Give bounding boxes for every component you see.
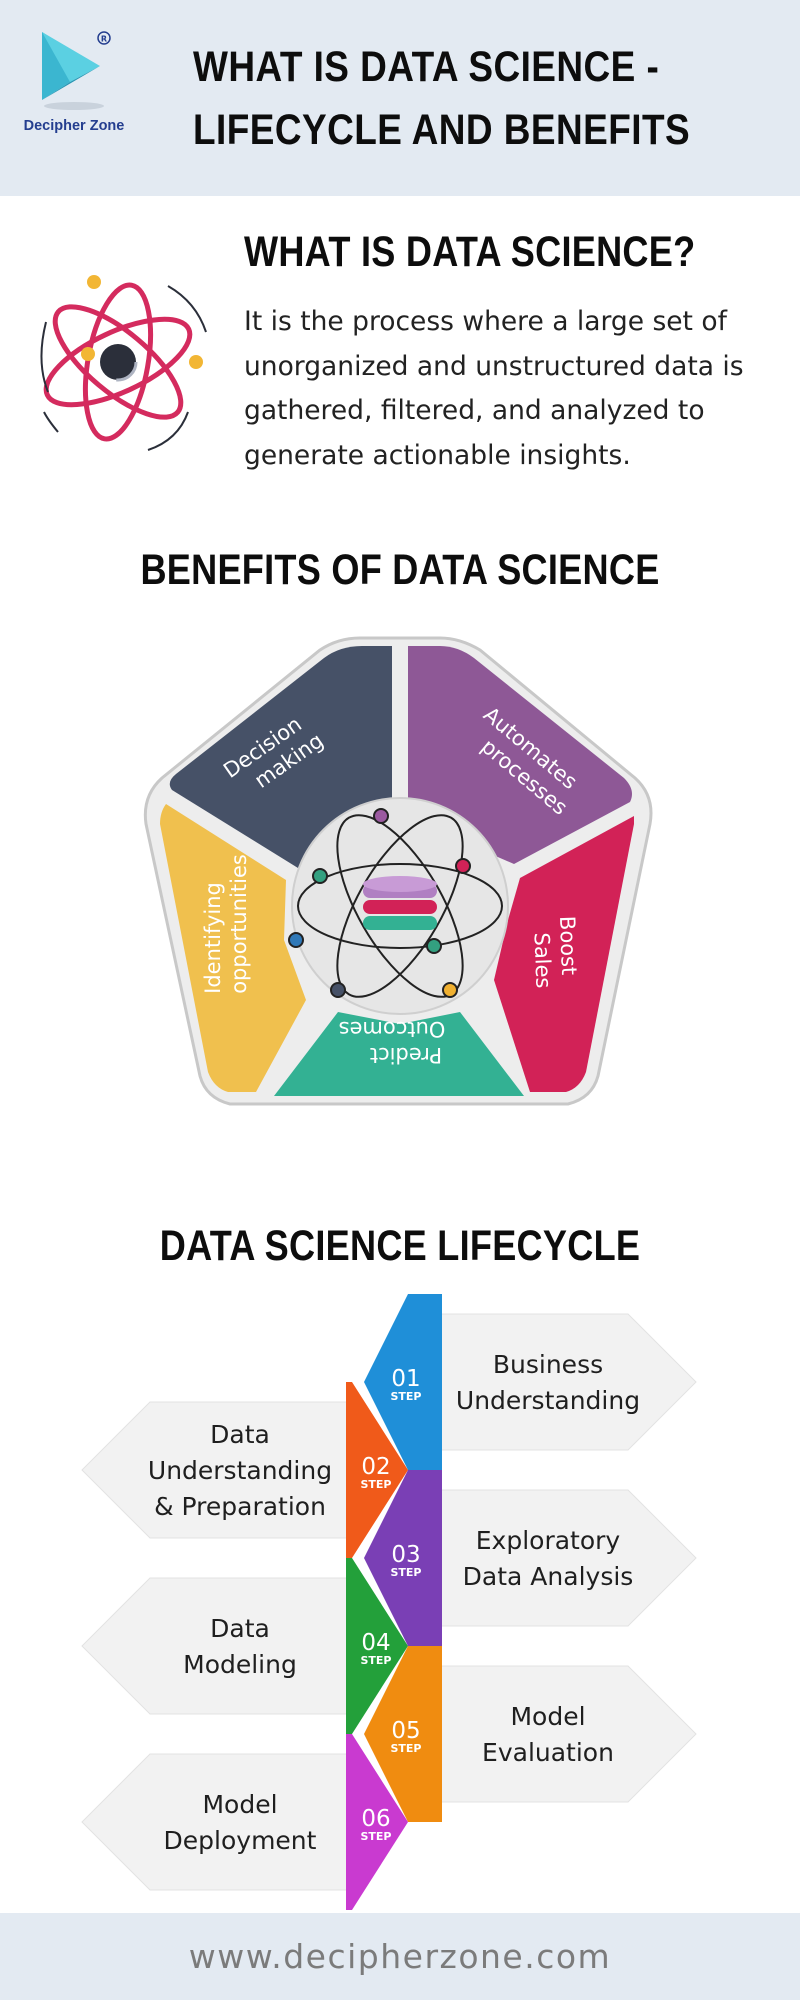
step-banner: [81, 1753, 353, 1891]
footer: www.decipherzone.com: [0, 1913, 800, 2000]
benefit-segment-shape: [408, 646, 632, 864]
benefit-label-line: Predict: [370, 1043, 442, 1067]
benefit-segment: PredictOutcomes: [274, 1012, 524, 1096]
website-link[interactable]: www.decipherzone.com: [188, 1937, 612, 1976]
database-icon: [363, 876, 437, 930]
step-marker: [346, 1382, 408, 1558]
benefit-label: BoostSales: [529, 916, 581, 989]
step-word: STEP: [390, 1390, 421, 1403]
step-label-line: Deployment: [164, 1826, 317, 1855]
step-marker: [346, 1558, 408, 1734]
step-number: 02: [361, 1454, 390, 1480]
step-label-line: Understanding: [456, 1386, 640, 1415]
description-line: generate actionable insights.: [244, 439, 631, 471]
play-logo-icon: R: [42, 31, 111, 110]
step-label-line: Model: [202, 1790, 277, 1819]
benefit-label: PredictOutcomes: [339, 1017, 446, 1067]
benefit-segment: Identifyingopportunities: [160, 804, 306, 1092]
step-number: 04: [361, 1630, 390, 1656]
step-marker: [364, 1294, 442, 1470]
step-word: STEP: [360, 1478, 391, 1491]
step-number: 06: [361, 1806, 390, 1832]
benefit-segment-shape: [169, 646, 392, 868]
benefit-segment-shape: [160, 804, 306, 1092]
benefit-segment: BoostSales: [494, 816, 634, 1092]
benefit-segment: Decisionmaking: [169, 646, 392, 868]
brand-logo[interactable]: R Decipher Zone: [14, 26, 134, 146]
step-marker: [364, 1646, 442, 1822]
step-number: 01: [391, 1366, 420, 1392]
step-word: STEP: [360, 1654, 391, 1667]
step-banner: [431, 1313, 697, 1451]
lifecycle-title: DATA SCIENCE LIFECYCLE: [159, 1222, 641, 1270]
what-is-title: WHAT IS DATA SCIENCE?: [244, 228, 696, 276]
step-word: STEP: [390, 1566, 421, 1579]
step-label-line: Data: [210, 1614, 270, 1643]
step-number: 03: [391, 1542, 420, 1568]
benefit-label-line: Boost: [555, 916, 581, 976]
step-marker: [346, 1734, 408, 1910]
brand-name: Decipher Zone: [23, 118, 125, 134]
step-label-line: Modeling: [183, 1650, 297, 1679]
description-line: gathered, filtered, and analyzed to: [244, 395, 705, 426]
center-atom: [288, 797, 509, 1015]
description-line: unorganized and unstructured data is: [244, 350, 744, 382]
header-banner: R Decipher Zone WHAT IS DATA SCIENCE - L…: [0, 0, 800, 196]
benefit-label-line: Outcomes: [339, 1017, 446, 1041]
benefit-label-line: Sales: [530, 932, 556, 989]
step-marker: [364, 1470, 442, 1646]
step-banner: [431, 1665, 697, 1803]
benefit-label-line: Identifying: [201, 882, 225, 994]
step-label-line: Evaluation: [482, 1738, 614, 1767]
svg-text:R: R: [101, 35, 107, 44]
step-label-line: Data: [210, 1420, 270, 1449]
step-word: STEP: [360, 1830, 391, 1843]
page-title-line-1: WHAT IS DATA SCIENCE -: [193, 43, 660, 91]
step-label-line: & Preparation: [154, 1492, 326, 1521]
step-label-line: Exploratory: [476, 1526, 621, 1555]
step-banner: [431, 1489, 697, 1627]
step-word: STEP: [390, 1742, 421, 1755]
benefit-segment-shape: [494, 816, 634, 1092]
step-label-line: Understanding: [148, 1456, 332, 1485]
description-line: It is the process where a large set of: [244, 306, 727, 337]
page-title-line-2: LIFECYCLE AND BENEFITS: [193, 106, 691, 154]
step-label-line: Model: [510, 1702, 585, 1731]
benefit-segment: Automatesprocesses: [408, 646, 632, 864]
atom-icon: [40, 275, 207, 451]
step-number: 05: [391, 1718, 420, 1744]
step-label-line: Business: [493, 1350, 603, 1379]
benefit-label-line: opportunities: [227, 854, 251, 994]
benefit-label: Identifyingopportunities: [201, 854, 251, 994]
step-label-line: Data Analysis: [463, 1562, 634, 1591]
what-is-description: It is the process where a large set of u…: [244, 300, 784, 478]
benefits-title: BENEFITS OF DATA SCIENCE: [140, 546, 660, 594]
page-title: WHAT IS DATA SCIENCE - LIFECYCLE AND BEN…: [193, 36, 692, 162]
step-banner: [81, 1577, 353, 1715]
benefit-segment-shape: [274, 1012, 524, 1096]
